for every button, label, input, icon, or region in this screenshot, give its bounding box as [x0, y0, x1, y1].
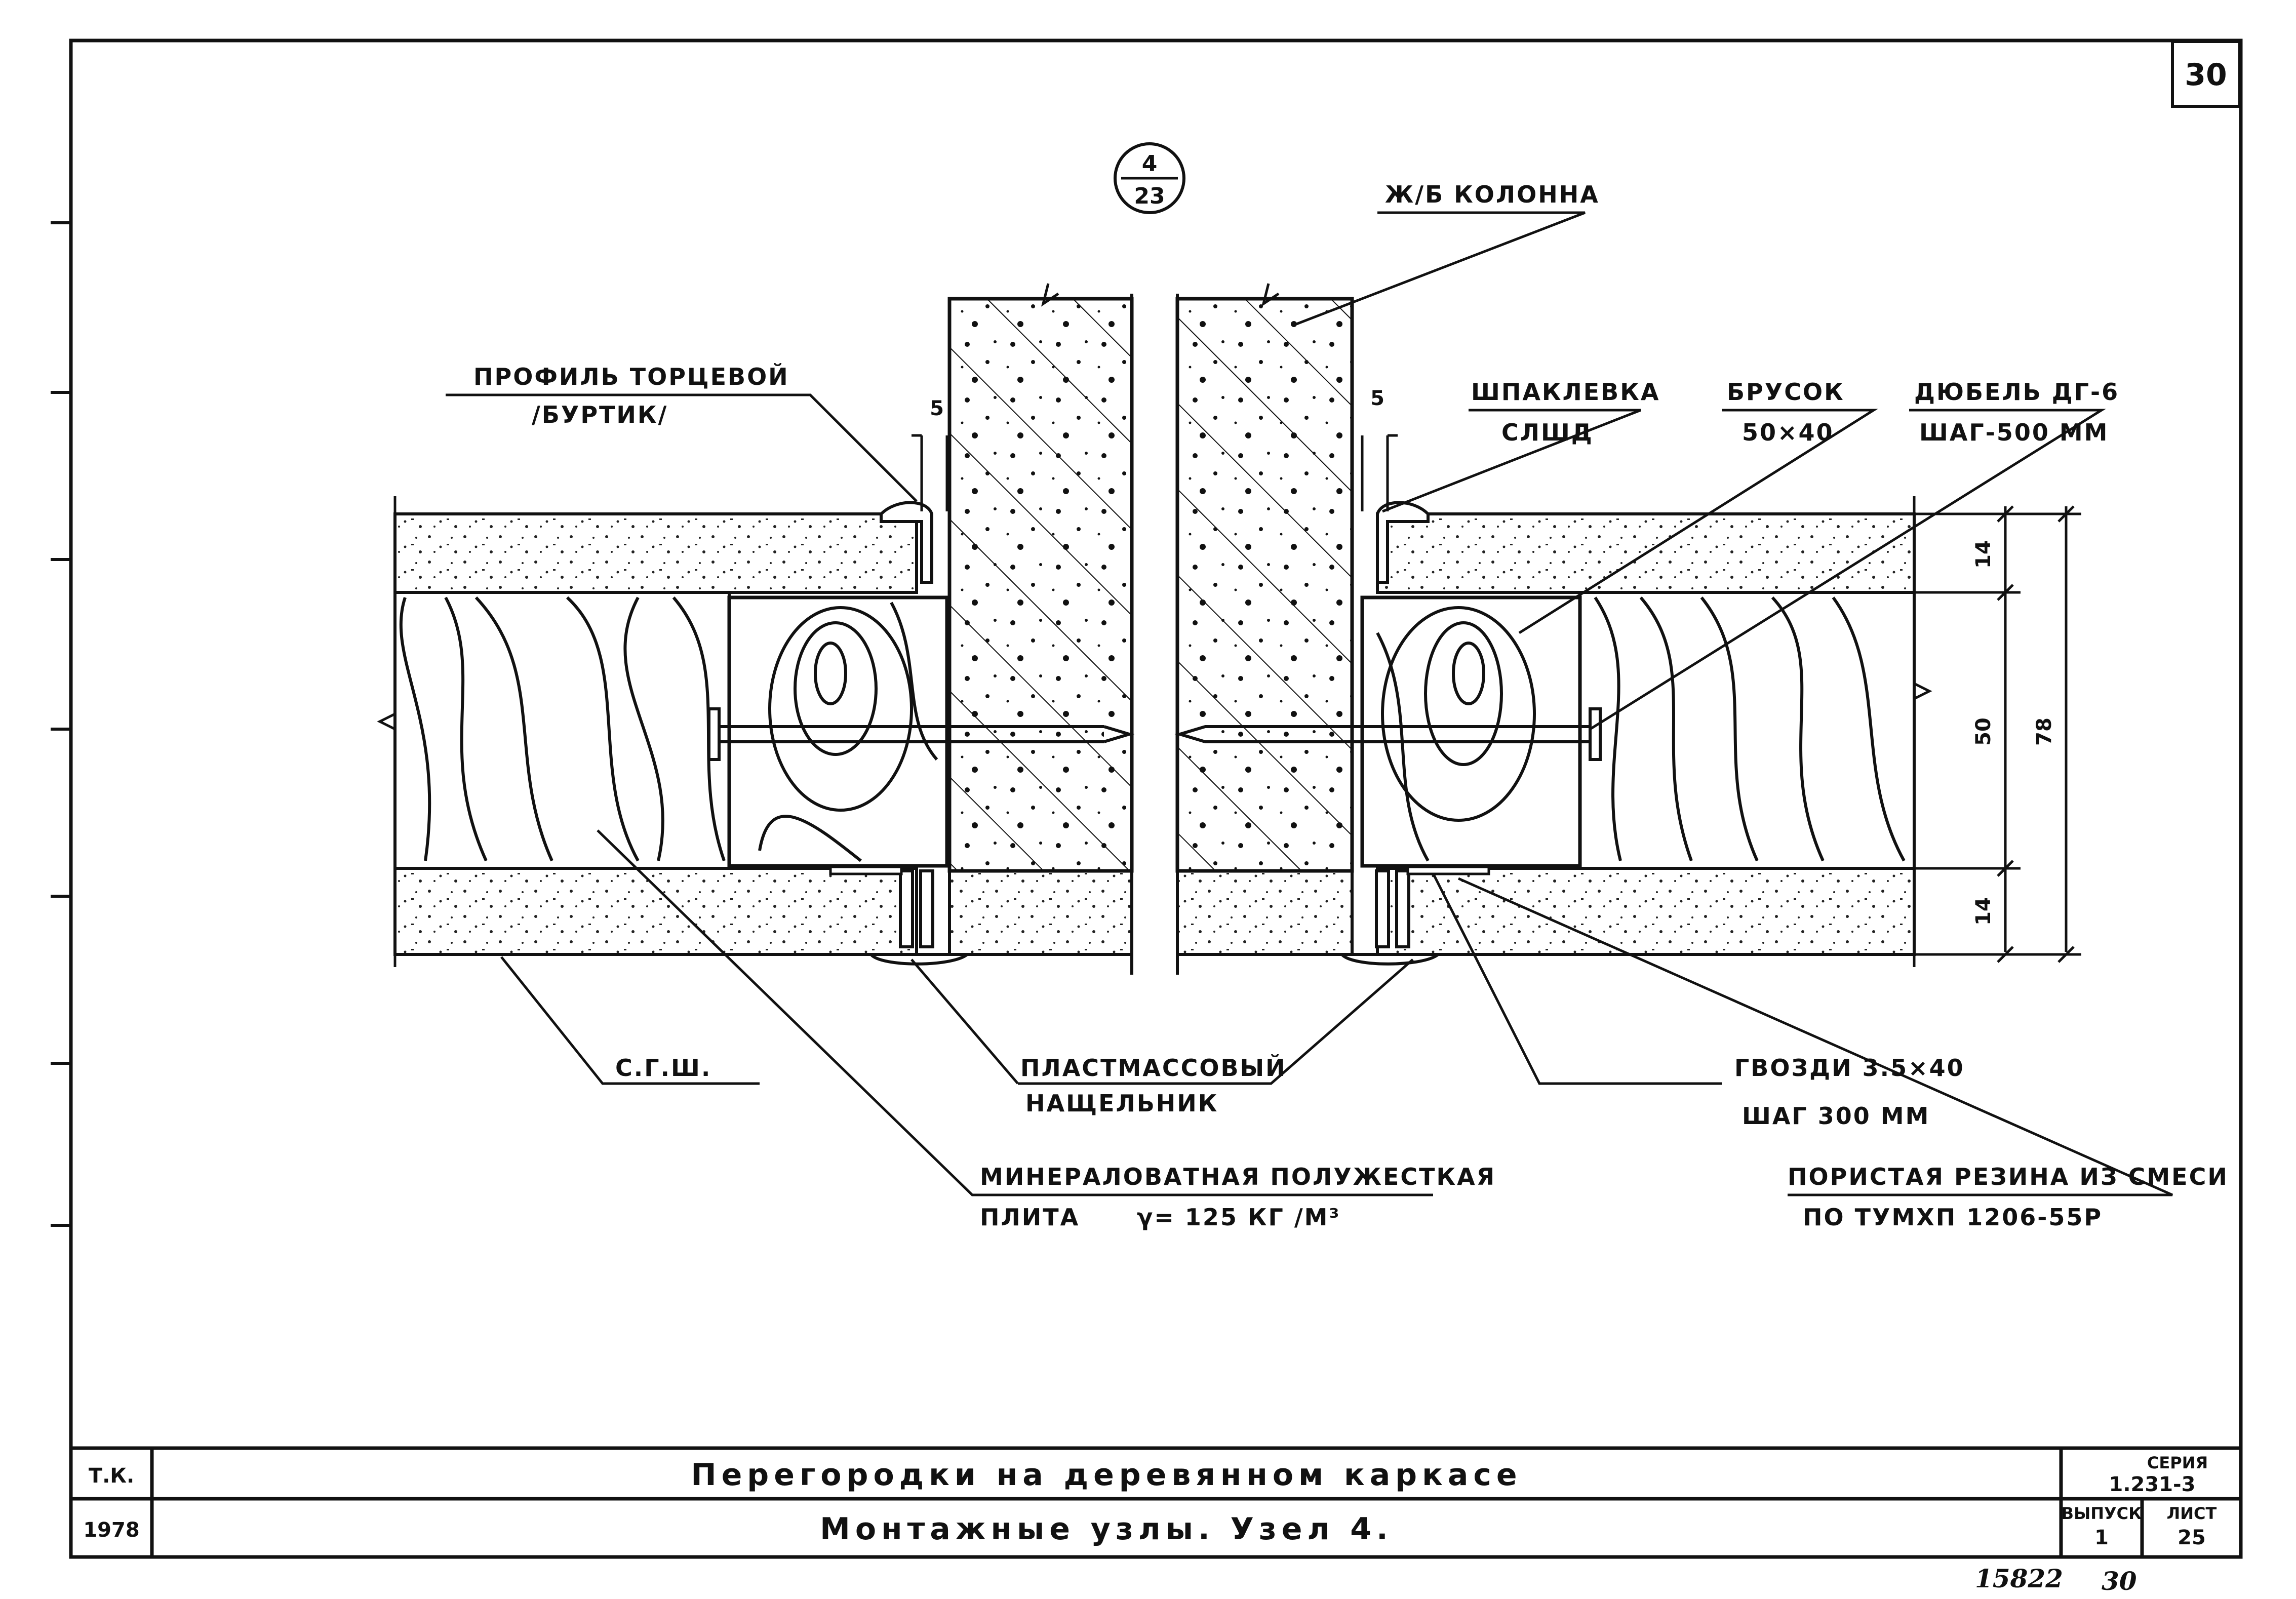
sheet-number: 30	[2185, 57, 2227, 93]
node-marker: 4 23	[1114, 142, 1185, 214]
dowels	[707, 707, 1602, 761]
dim-total: 78	[2033, 717, 2056, 746]
left-wood-bar	[727, 595, 949, 868]
left-bottom-gypsum-board	[393, 867, 918, 956]
sheet-number-box	[2171, 40, 2241, 108]
title-block-series-label: СЕРИЯ	[2147, 1453, 2208, 1472]
dim-gap-right: 5	[1370, 387, 1384, 410]
dimension-lines	[912, 434, 2081, 963]
label-wool-2: ПЛИТА	[980, 1204, 1080, 1231]
label-bar-1: БРУСОК	[1727, 378, 1845, 406]
label-batten-1: ПЛАСТМАССОВЫЙ	[1020, 1054, 1287, 1082]
title-block-subtitle: Монтажные узлы. Узел 4.	[820, 1511, 1393, 1547]
right-mineral-wool	[1578, 591, 1916, 870]
label-dowel-1: ДЮБЕЛЬ ДГ-6	[1914, 378, 2119, 406]
end-profiles	[880, 501, 1430, 584]
label-nails-1: ГВОЗДИ 3.5×40	[1734, 1054, 1965, 1082]
title-block	[69, 1446, 2243, 1559]
label-gypsum: С.Г.Ш.	[615, 1054, 711, 1082]
title-block-title: Перегородки на деревянном каркасе	[691, 1457, 1522, 1493]
dim-bottom-board: 14	[1972, 897, 1995, 926]
label-wool-1: МИНЕРАЛОВАТНАЯ ПОЛУЖЕСТКАЯ	[980, 1163, 1496, 1190]
node-marker-top: 4	[1142, 151, 1158, 177]
title-block-issue-label: ВЫПУСК	[2062, 1504, 2142, 1523]
label-putty-2: СЛШД	[1501, 419, 1594, 446]
title-block-issue-value: 1	[2094, 1526, 2109, 1549]
label-batten-2: НАЩЕЛЬНИК	[1025, 1090, 1218, 1117]
title-block-year: 1978	[83, 1518, 139, 1542]
footer-page: 30	[2102, 1566, 2137, 1596]
label-rubber-1: ПОРИСТАЯ РЕЗИНА ИЗ СМЕСИ	[1788, 1163, 2229, 1190]
left-mineral-wool	[393, 591, 731, 870]
title-block-org: Т.К.	[89, 1464, 134, 1488]
footer-inventory: 15822	[1975, 1564, 2063, 1593]
label-wool-density: γ= 125 КГ /М³	[1137, 1204, 1341, 1231]
rubber-strips	[829, 865, 1490, 875]
right-bottom-gypsum-board	[1376, 867, 1916, 956]
right-wood-grain	[1376, 606, 1536, 862]
plastic-battens	[867, 869, 1443, 966]
left-top-gypsum-board	[393, 512, 918, 594]
concrete-column	[947, 283, 1354, 975]
right-panel	[1360, 496, 1932, 967]
label-bar-2: 50×40	[1742, 419, 1834, 446]
dim-gap-left: 5	[930, 397, 944, 420]
title-block-sheet-label: ЛИСТ	[2167, 1504, 2217, 1523]
dim-core: 50	[1972, 717, 1995, 746]
label-putty-1: ШПАКЛЕВКА	[1471, 378, 1660, 406]
label-nails-2: ШАГ 300 ММ	[1742, 1102, 1930, 1130]
label-profile-1: ПРОФИЛЬ ТОРЦЕВОЙ	[473, 363, 789, 390]
dim-top-board: 14	[1972, 540, 1995, 569]
label-rubber-2: ПО ТУМХП 1206-55Р	[1803, 1204, 2103, 1231]
label-dowel-2: ШАГ-500 ММ	[1919, 419, 2109, 446]
title-block-series-value: 1.231-3	[2109, 1473, 2196, 1496]
node-marker-bottom: 23	[1134, 183, 1165, 209]
left-panel	[377, 496, 949, 967]
right-wood-bar	[1360, 595, 1582, 868]
binding-ticks	[51, 221, 71, 1227]
title-block-sheet-value: 25	[2178, 1526, 2206, 1549]
left-wood-grain	[758, 602, 938, 862]
leader-lines	[446, 211, 2173, 1196]
label-profile-2: /БУРТИК/	[532, 401, 668, 428]
label-column: Ж/Б КОЛОННА	[1385, 181, 1600, 208]
